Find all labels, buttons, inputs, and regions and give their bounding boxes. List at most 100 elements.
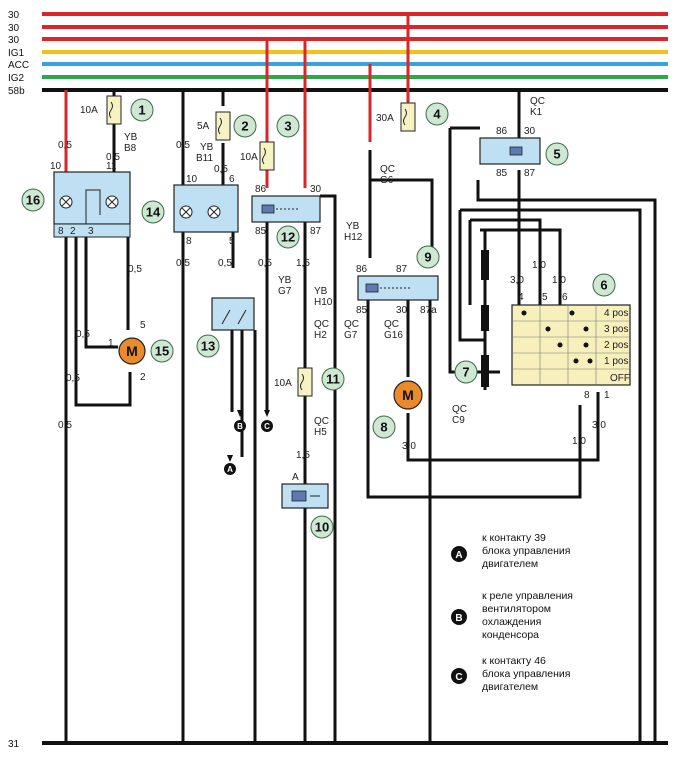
motor-8: M (393, 380, 423, 410)
badge-6: 6 (592, 273, 616, 297)
wire-size: 1,5 (296, 258, 310, 269)
pin-label: 85 (356, 305, 368, 316)
pin-label: 86 (496, 126, 508, 137)
terminal-b: B (237, 422, 243, 431)
svg-text:2: 2 (241, 119, 248, 134)
fuse-11: 10A (274, 367, 313, 397)
wire-size: 3,0 (510, 275, 524, 286)
ground-bus: 31 (8, 739, 668, 750)
connector-label: K1 (530, 107, 543, 118)
pin-label: 8 (584, 390, 590, 401)
pin-label: 86 (255, 184, 267, 195)
connector-label: YB (200, 142, 214, 153)
fuse-rating: 10A (80, 105, 98, 116)
component-badges: 1 2 3 4 5 6 7 8 9 10 11 12 13 14 15 16 (21, 98, 616, 539)
switch-14: 10 6 8 5 (173, 174, 239, 247)
wire (460, 208, 642, 743)
terminals: A B C (224, 410, 273, 475)
connector-label: H10 (314, 297, 333, 308)
badge-4: 4 (425, 102, 449, 126)
wire-size-labels: 0,5 0,5 0,5 0,5 0,5 0,5 0,5 0,5 0,5 0,5 … (58, 140, 606, 461)
pin-label: A (292, 472, 299, 483)
wire-size: 0,5 (218, 258, 232, 269)
fuse-rating: 10A (240, 152, 258, 163)
svg-text:11: 11 (326, 372, 340, 387)
pin-label: 5 (542, 292, 548, 303)
pin-label: 87a (420, 305, 437, 316)
wire (458, 210, 485, 342)
switch-position: 1 pos (604, 356, 628, 367)
wire (84, 237, 118, 349)
pin-label: 10 (186, 174, 198, 185)
pin-label: 8 (186, 236, 192, 247)
wire (448, 128, 500, 374)
connector-label: G16 (384, 330, 403, 341)
legend-line: двигателем (482, 558, 538, 570)
legend-item-c: C к контакту 46 блока управления двигате… (451, 655, 570, 693)
connector-label: QC (314, 416, 329, 427)
badge-16: 16 (21, 188, 45, 212)
pin-label: 30 (396, 305, 408, 316)
badge-9: 9 (416, 245, 440, 269)
pin-label: 6 (562, 292, 568, 303)
wire (406, 392, 600, 462)
wire-size: 1,0 (572, 436, 586, 447)
wires (64, 90, 657, 743)
connector-label: YB (278, 275, 292, 286)
wire-size: 0,5 (258, 258, 272, 269)
pin-label: 5 (229, 236, 235, 247)
wire-size: 1,0 (552, 275, 566, 286)
blower-switch-6: 4 pos 3 pos 2 pos 1 pos OFF 4 5 6 8 1 (511, 292, 631, 401)
connector-label: G7 (344, 330, 358, 341)
wire (480, 228, 562, 305)
resistor-7 (481, 250, 489, 387)
terminal-c: C (264, 422, 270, 431)
wire-size: 0,5 (76, 329, 90, 340)
wire-size: 0,5 (106, 152, 120, 163)
pin-label: 87 (310, 226, 322, 237)
wire (476, 180, 657, 743)
pin-label: 8 (58, 226, 64, 237)
badge-14: 14 (141, 200, 165, 224)
wire-size: 0,5 (176, 258, 190, 269)
wire (370, 178, 434, 258)
solenoid-10: A (281, 472, 329, 509)
pin-label: 6 (229, 174, 235, 185)
connector-label: B11 (196, 153, 213, 164)
arrow-icon (264, 410, 270, 417)
switch-13 (211, 297, 255, 331)
svg-text:13: 13 (201, 339, 215, 354)
connector-label: H12 (344, 232, 363, 243)
pin-label: 86 (356, 264, 368, 275)
connector-label: YB (124, 132, 138, 143)
badge-7: 7 (454, 360, 478, 384)
wire (74, 237, 132, 407)
svg-text:5: 5 (553, 147, 560, 162)
badge-12: 12 (276, 225, 300, 249)
pin-label: 1 (108, 338, 114, 349)
svg-text:6: 6 (600, 278, 607, 293)
connector-label: H5 (314, 427, 327, 438)
switch-position: 2 pos (604, 340, 628, 351)
svg-text:3: 3 (284, 119, 291, 134)
badge-2: 2 (233, 114, 257, 138)
fuse-1: 10A (80, 95, 122, 125)
wire-size: 0,5 (214, 164, 228, 175)
pin-label: 11 (106, 161, 117, 172)
terminal-a: A (227, 465, 233, 474)
pin-label: 87 (396, 264, 408, 275)
svg-text:15: 15 (155, 344, 169, 359)
pin-label: 1 (604, 390, 610, 401)
svg-text:1: 1 (138, 103, 145, 118)
pin-label: 2 (70, 226, 76, 237)
connector-label: QC (452, 404, 467, 415)
svg-text:14: 14 (146, 205, 161, 220)
fuses: 10A 5A 10A 30A 10A (80, 95, 416, 397)
fuse-rating: 5A (197, 121, 210, 132)
legend-item-a: A к контакту 39 блока управления двигате… (451, 532, 570, 570)
legend-key: A (455, 550, 462, 561)
relay-12: 86 30 85 87 (251, 184, 322, 237)
connector-label: G7 (278, 286, 292, 297)
legend-line: охлаждения (482, 616, 541, 628)
